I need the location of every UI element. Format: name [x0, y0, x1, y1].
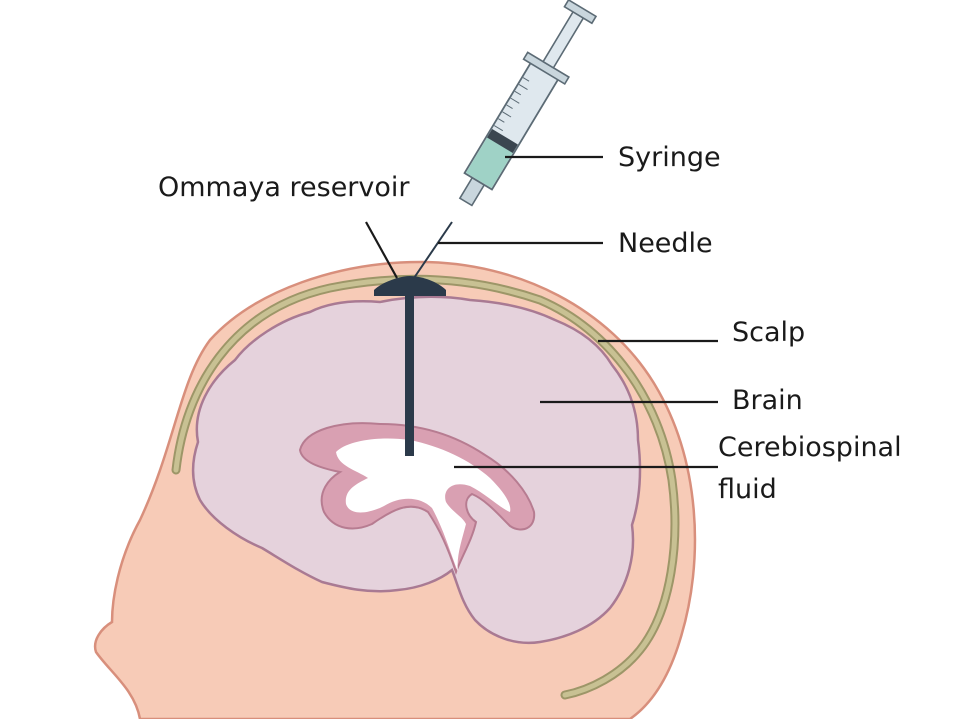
label-scalp: Scalp: [732, 317, 805, 348]
syringe-plunger-thumb: [563, 0, 598, 25]
skull-band-fill: [173, 276, 678, 698]
cerebrospinal-fluid: [336, 438, 511, 572]
label-syringe: Syringe: [618, 142, 721, 173]
ommaya-catheter: [405, 292, 414, 456]
label-brain: Brain: [732, 385, 803, 416]
label-csf-line1: Cerebiospinal: [718, 432, 902, 463]
label-needle: Needle: [618, 228, 713, 259]
label-csf-line2: fluid: [718, 474, 777, 505]
syringe-fluid: [465, 136, 514, 189]
ommaya-reservoir: [374, 276, 446, 296]
syringe-plunger-tip: [487, 128, 518, 154]
label-ommaya-reservoir: Ommaya reservoir: [158, 172, 410, 203]
syringe-plunger-rod: [542, 9, 586, 69]
syringe-graduations: [493, 77, 530, 132]
syringe: [458, 0, 598, 207]
ommaya-leader-line: [365, 221, 398, 279]
needle: [413, 221, 453, 279]
